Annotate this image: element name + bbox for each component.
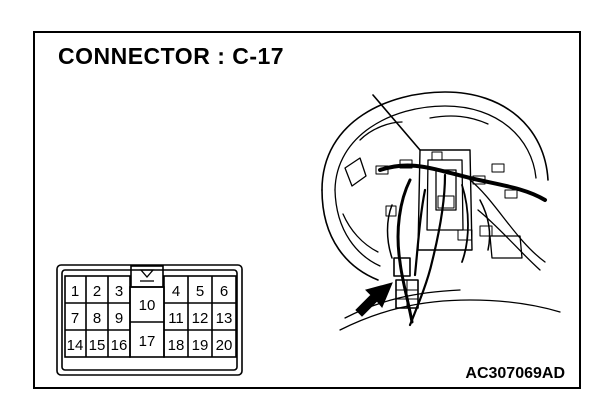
pin-label: 5 <box>196 283 204 300</box>
connector-face <box>56 264 243 376</box>
pin-label: 15 <box>89 337 106 354</box>
pin-label: 10 <box>139 297 156 314</box>
pin-label: 3 <box>115 283 123 300</box>
pin-label: 4 <box>172 283 180 300</box>
pin-label: 18 <box>168 337 185 354</box>
pin-label: 16 <box>111 337 128 354</box>
pin-label: 8 <box>93 310 101 327</box>
pin-label: 9 <box>115 310 123 327</box>
pin-label: 7 <box>71 310 79 327</box>
pin-label: 1 <box>71 283 79 300</box>
connector-pin-labels: 1 2 3 7 8 9 14 15 16 10 17 4 5 6 11 12 1… <box>67 283 233 354</box>
pin-label: 6 <box>220 283 228 300</box>
pin-label: 14 <box>67 337 84 354</box>
steering-wheel-illustration <box>321 91 561 331</box>
pin-label: 12 <box>192 310 209 327</box>
pin-label: 20 <box>216 337 233 354</box>
pin-label: 17 <box>139 333 156 350</box>
pin-label: 13 <box>216 310 233 327</box>
pin-label: 11 <box>168 310 184 327</box>
location-arrow-icon <box>355 282 393 317</box>
connector-title: CONNECTOR : C-17 <box>58 43 285 69</box>
pin-label: 2 <box>93 283 101 300</box>
figure-code: AC307069AD <box>465 365 565 382</box>
wiring-harness <box>372 94 547 327</box>
pin-label: 19 <box>192 337 209 354</box>
